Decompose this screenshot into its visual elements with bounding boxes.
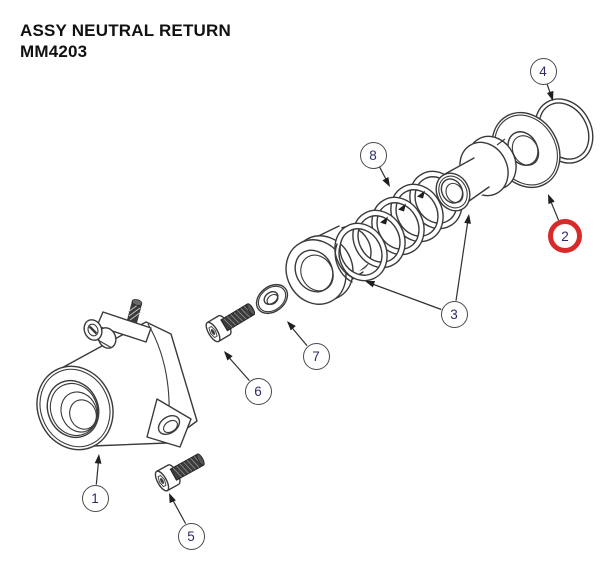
callout-6[interactable]: 6 <box>244 377 272 405</box>
callout-1-number: 1 <box>91 490 99 506</box>
part-flanged-bushing <box>435 135 517 212</box>
callout-5-number: 5 <box>187 528 195 544</box>
callout-4-number: 4 <box>539 63 547 79</box>
part-socket-head-screw-long <box>152 448 209 494</box>
callout-1[interactable]: 1 <box>81 484 109 512</box>
leader-lines <box>94 83 560 524</box>
callout-8-number: 8 <box>369 147 377 163</box>
part-housing-body <box>36 299 198 451</box>
part-socket-head-screw-short <box>202 298 260 345</box>
callout-7-number: 7 <box>312 348 320 364</box>
callout-3[interactable]: 3 <box>440 300 468 328</box>
callout-2-number: 2 <box>561 228 569 244</box>
part-retainer-cup <box>285 224 372 305</box>
part-coil-spring <box>334 170 463 283</box>
page-title: ASSY NEUTRAL RETURN MM4203 <box>20 20 231 62</box>
callout-5[interactable]: 5 <box>177 522 205 550</box>
callout-6-number: 6 <box>254 383 262 399</box>
callout-3-number: 3 <box>450 306 458 322</box>
part-o-ring <box>534 98 594 164</box>
assembly-number: MM4203 <box>20 42 88 61</box>
callout-4[interactable]: 4 <box>529 57 557 85</box>
assembly-name: ASSY NEUTRAL RETURN <box>20 21 231 40</box>
part-small-washer <box>255 283 289 315</box>
callout-2-highlighted[interactable]: 2 <box>548 219 582 253</box>
callout-8[interactable]: 8 <box>359 141 387 169</box>
callout-7[interactable]: 7 <box>302 342 330 370</box>
